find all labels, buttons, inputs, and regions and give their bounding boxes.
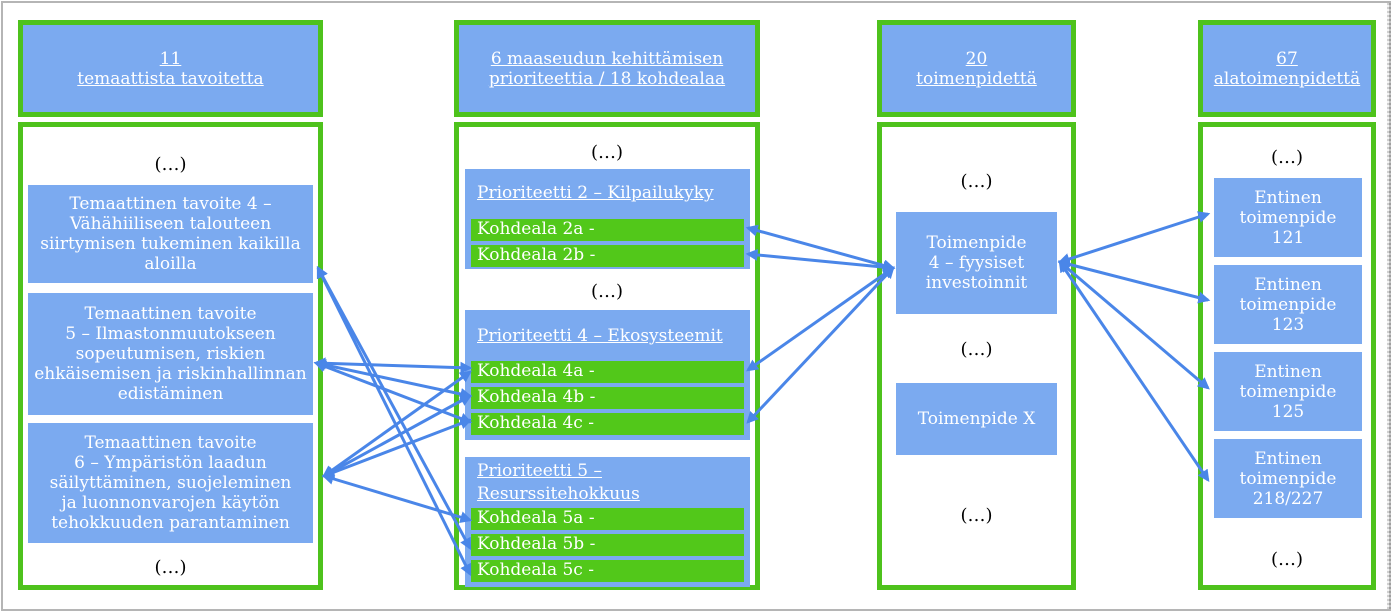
arrow-measure4-218 — [1058, 260, 1210, 482]
objective-line: säilyttäminen, suojeleminen — [49, 473, 292, 493]
submeasure-line: toimenpide — [1239, 207, 1337, 228]
focus-area-item: Kohdeala 2b - — [471, 245, 744, 267]
objective-line: edistäminen — [117, 384, 224, 404]
submeasure-line: Entinen — [1254, 274, 1322, 295]
submeasure-line: toimenpide — [1239, 468, 1337, 489]
objective-item: Temaattinen tavoite 6 – Ympäristön laadu… — [28, 423, 313, 543]
objectives-top-ellipsis: (…) — [154, 154, 187, 175]
submeasures-header: 67 alatoimenpidettä — [1198, 20, 1376, 117]
objective-line: aloilla — [144, 254, 197, 274]
priority-group-4: Prioriteetti 4 – Ekosysteemit Kohdeala 4… — [465, 310, 750, 440]
measure-line: 4 – fyysiset — [928, 253, 1025, 273]
objective-line: 6 – Ympäristön laadun — [74, 453, 267, 473]
focus-area-item: Kohdeala 2a - — [471, 219, 744, 241]
focus-area-item: Kohdeala 5a - — [471, 508, 744, 530]
objectives-header-label: temaattista tavoitetta — [77, 68, 264, 89]
measures-ellipsis: (…) — [960, 339, 993, 360]
objective-item: Temaattinen tavoite 4 – Vähähiiliseen ta… — [28, 185, 313, 283]
measures-header-count: 20 — [965, 48, 988, 69]
measures-ellipsis: (…) — [960, 171, 993, 192]
measure-line: investoinnit — [925, 273, 1028, 293]
submeasure-line: Entinen — [1254, 187, 1322, 208]
arrow-obj6-5a — [321, 473, 473, 523]
submeasure-item: Entinen toimenpide 121 — [1214, 178, 1362, 257]
objective-item: Temaattinen tavoite 5 – Ilmastonmuutokse… — [28, 293, 313, 415]
measures-column: (…) Toimenpide 4 – fyysiset investoinnit… — [877, 122, 1076, 590]
focus-area-item: Kohdeala 4c - — [471, 413, 744, 435]
arrow-obj6-4b — [321, 394, 473, 478]
arrow-obj6-4a — [322, 370, 472, 478]
objective-line: ja luonnonvarojen käytön — [61, 493, 280, 513]
focus-area-item: Kohdeala 4b - — [471, 387, 744, 409]
arrow-4a-measure4 — [746, 266, 895, 372]
objectives-bottom-ellipsis: (…) — [154, 557, 187, 578]
measure-line: Toimenpide — [926, 233, 1027, 253]
submeasure-line: 123 — [1271, 314, 1305, 335]
priority-title: Prioriteetti 2 – Kilpailukyky — [477, 183, 714, 203]
arrow-obj6-4c — [321, 417, 473, 479]
priority-title: Prioriteetti 4 – Ekosysteemit — [477, 326, 723, 346]
objective-line: siirtymisen tukeminen kaikilla — [40, 234, 301, 254]
focus-area-item: Kohdeala 5c - — [471, 560, 744, 582]
arrow-2b-measure4 — [745, 248, 896, 274]
objective-line: tehokkuuden parantaminen — [51, 513, 290, 533]
arrow-obj4-5c — [316, 265, 472, 577]
submeasure-line: 218/227 — [1252, 488, 1324, 509]
priority-group-2: Prioriteetti 2 – Kilpailukyky Kohdeala 2… — [465, 169, 750, 269]
measure-4-box: Toimenpide 4 – fyysiset investoinnit — [896, 212, 1057, 314]
submeasure-line: Entinen — [1254, 361, 1322, 382]
measure-line: Toimenpide X — [917, 409, 1036, 429]
submeasure-line: Entinen — [1254, 448, 1322, 469]
arrow-4c-measure4 — [746, 266, 895, 424]
submeasure-item: Entinen toimenpide 125 — [1214, 352, 1362, 431]
arrow-measure4-121 — [1057, 211, 1211, 265]
measures-header-label: toimenpidettä — [916, 68, 1037, 89]
objectives-header-count: 11 — [159, 48, 182, 69]
objective-line: Vähähiiliseen talouteen — [69, 214, 272, 234]
priorities-header-line: 6 maaseudun kehittämisen — [490, 48, 724, 69]
measure-x-box: Toimenpide X — [896, 383, 1057, 455]
submeasure-item: Entinen toimenpide 123 — [1214, 265, 1362, 344]
objective-line: Temaattinen tavoite — [84, 433, 257, 453]
objective-line: Temaattinen tavoite — [84, 304, 257, 324]
submeasures-header-label: alatoimenpidettä — [1213, 68, 1361, 89]
priorities-ellipsis: (…) — [590, 142, 624, 163]
submeasure-line: 125 — [1271, 401, 1305, 422]
priority-group-5: Prioriteetti 5 – Resurssitehokkuus Kohde… — [465, 457, 750, 587]
measures-header: 20 toimenpidettä — [877, 20, 1076, 117]
priority-title: Resurssitehokkuus — [477, 484, 640, 504]
focus-area-item: Kohdeala 4a - — [471, 361, 744, 383]
objective-line: Temaattinen tavoite 4 – — [69, 194, 272, 214]
objective-line: ehkäisemisen ja riskinhallinnan — [34, 364, 307, 384]
priority-title: Prioriteetti 5 – — [477, 461, 602, 481]
objectives-column: (…) Temaattinen tavoite 4 – Vähähiilisee… — [18, 122, 323, 590]
objective-line: sopeutumisen, riskien — [75, 344, 266, 364]
priorities-column: (…) Prioriteetti 2 – Kilpailukyky Kohdea… — [454, 122, 760, 590]
submeasure-line: 121 — [1271, 227, 1305, 248]
measures-ellipsis: (…) — [960, 505, 993, 526]
submeasure-line: toimenpide — [1239, 381, 1337, 402]
focus-area-item: Kohdeala 5b - — [471, 534, 744, 556]
objectives-header: 11 temaattista tavoitetta — [18, 20, 323, 117]
objective-line: 5 – Ilmastonmuutokseen — [65, 324, 276, 344]
submeasures-top-ellipsis: (…) — [1270, 147, 1304, 168]
submeasure-line: toimenpide — [1239, 294, 1337, 315]
priorities-ellipsis: (…) — [590, 281, 624, 302]
submeasure-item: Entinen toimenpide 218/227 — [1214, 439, 1362, 518]
priorities-header-line: prioriteettia / 18 kohdealaa — [488, 68, 726, 89]
submeasures-bottom-ellipsis: (…) — [1270, 549, 1304, 570]
priorities-header: 6 maaseudun kehittämisen prioriteettia /… — [454, 20, 760, 117]
submeasures-header-count: 67 — [1276, 48, 1298, 69]
